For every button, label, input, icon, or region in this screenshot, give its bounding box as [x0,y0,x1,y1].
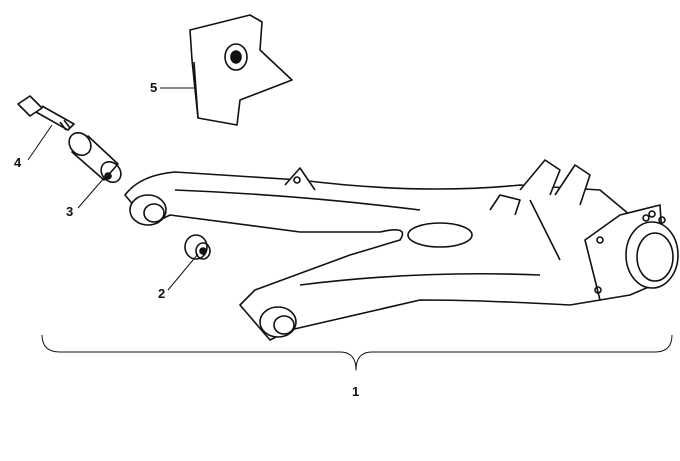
trailing-arm [124,159,679,341]
callout-1: 1 [352,384,360,399]
leader-lines [27,87,673,371]
bushing-sleeve [68,131,122,184]
bolt [17,95,75,131]
callout-5: 5 [150,80,158,95]
callout-3: 3 [66,204,74,219]
bushing-small [184,234,211,260]
bracket-plate [189,14,293,126]
callout-2: 2 [158,286,166,301]
callout-4: 4 [14,155,22,170]
